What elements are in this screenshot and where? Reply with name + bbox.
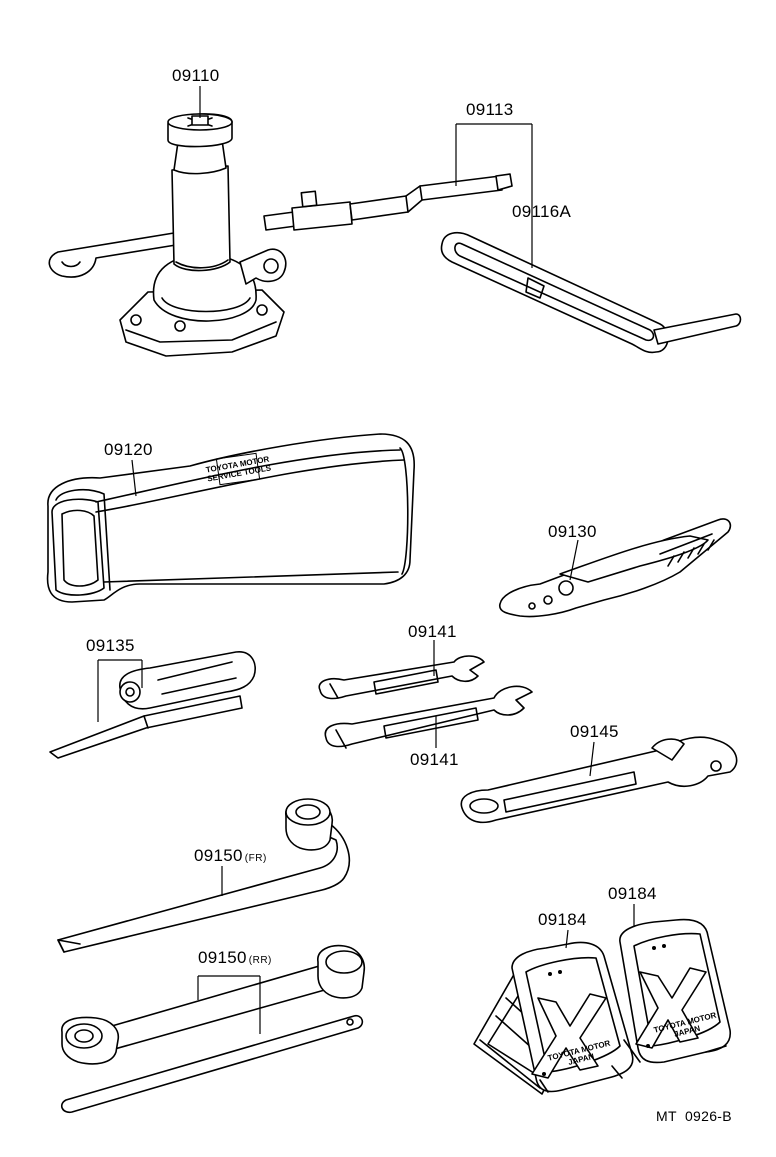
lug-wrench xyxy=(440,231,742,354)
leader-lines xyxy=(97,86,635,1034)
wheel-wrench-rear xyxy=(60,944,366,1114)
label-09141-bottom: 09141 xyxy=(410,750,459,769)
screwdriver xyxy=(49,651,256,759)
label-09130: 09130 xyxy=(548,522,597,541)
label-09113: 09113 xyxy=(466,100,514,119)
label-09135: 09135 xyxy=(86,636,135,655)
open-end-wrench-bottom xyxy=(324,685,533,749)
open-end-wrench-top xyxy=(318,655,485,700)
label-09150-fr: 09150(FR) xyxy=(194,846,267,866)
adjustable-wrench xyxy=(460,736,738,824)
label-09116a: 09116A xyxy=(512,202,572,221)
extension-bar xyxy=(263,173,513,231)
label-09120: 09120 xyxy=(104,440,153,459)
wheel-wrench-front xyxy=(57,798,351,953)
label-09145: 09145 xyxy=(570,722,619,741)
diagram-code: MT 0926-B xyxy=(656,1108,732,1124)
label-09150-rr-suffix: (RR) xyxy=(248,955,272,966)
tool-bag xyxy=(46,433,415,603)
jack-handle-hook xyxy=(48,231,183,278)
label-09150-rr-number: 09150 xyxy=(198,948,247,967)
wheel-chock-left xyxy=(473,941,634,1095)
label-09150-fr-suffix: (FR) xyxy=(244,853,267,864)
label-09184-right: 09184 xyxy=(608,884,657,903)
label-09141-top: 09141 xyxy=(408,622,457,641)
label-09110: 09110 xyxy=(172,66,220,85)
label-09184-left: 09184 xyxy=(538,910,587,929)
label-09150-fr-number: 09150 xyxy=(194,846,243,865)
wheel-chock-right xyxy=(619,918,731,1064)
pliers xyxy=(498,518,732,618)
label-09150-rr: 09150(RR) xyxy=(198,948,272,968)
bottle-jack xyxy=(119,113,287,357)
